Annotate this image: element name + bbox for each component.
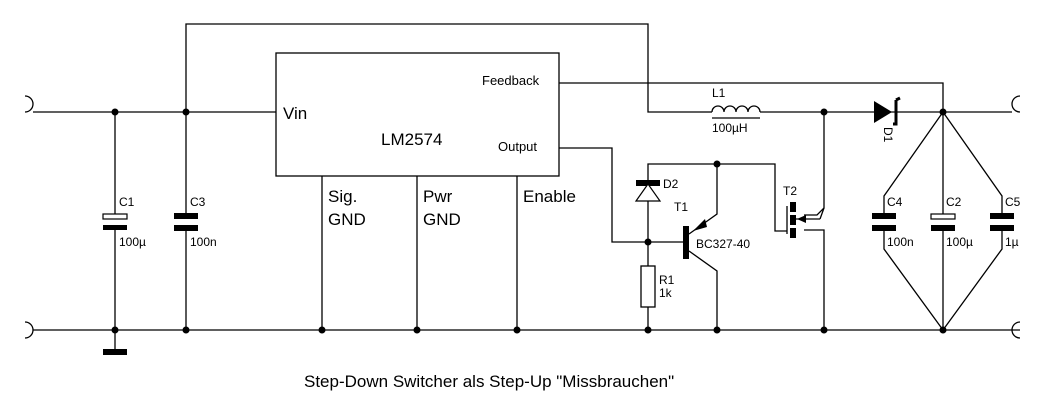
c2-plate-negative (931, 225, 955, 231)
c4-plate-bottom (872, 225, 896, 231)
junctions (111, 108, 947, 334)
c1-plate-negative (103, 225, 127, 230)
ic-lm2574 (275, 52, 560, 177)
c5-wire-top (942, 111, 1003, 214)
c5-wire-bottom (942, 231, 1003, 331)
t2-ref: T2 (783, 184, 797, 198)
junction-dot (820, 108, 828, 116)
junction-dot (111, 108, 119, 116)
t2-arrow (797, 215, 806, 223)
c5-value: 1µ (1005, 235, 1019, 249)
t2-body-link (819, 207, 825, 220)
ic-pin-pwr-gnd-1: Pwr (423, 187, 453, 206)
r1-value: 1k (659, 286, 673, 300)
ic-pin-sig-gnd-2: GND (328, 210, 366, 229)
l1-ref: L1 (712, 86, 726, 100)
ic-pin-feedback: Feedback (482, 73, 540, 88)
junction-dot (713, 160, 721, 168)
d1-cathode-hook (895, 96, 901, 102)
t2-source-wire (804, 229, 825, 330)
d2-wire (647, 163, 717, 242)
c3-plate-top (174, 213, 198, 219)
inductor-l1-coil (711, 105, 761, 113)
ic-pin-pwr-gnd-2: GND (423, 210, 461, 229)
ic-pin-sig-gnd-1: Sig. (328, 187, 357, 206)
c5-ref: C5 (1005, 195, 1021, 209)
d2-anode-triangle (634, 182, 662, 202)
r1-ref: R1 (659, 273, 675, 287)
feedback-wire (559, 82, 944, 112)
c5-plate-bottom (990, 225, 1014, 231)
d2-ref: D2 (663, 177, 679, 191)
c4-plate-top (872, 213, 896, 219)
t2-drain-wire (804, 112, 825, 216)
vin-to-inductor-wire (185, 23, 700, 113)
input-terminal-bottom (24, 321, 34, 339)
junction-dot (939, 108, 947, 116)
junction-dot (713, 326, 721, 334)
c1-ref: C1 (119, 195, 135, 209)
junction-dot (182, 108, 190, 116)
c2-ref: C2 (946, 195, 962, 209)
t2-gate-wire (717, 163, 787, 232)
c4-value: 100n (887, 235, 914, 249)
ic-pin-output: Output (498, 139, 537, 154)
c2-value: 100µ (946, 235, 973, 249)
c4-ref: C4 (887, 195, 903, 209)
c2-plate-positive (930, 213, 956, 220)
junction-dot (820, 326, 828, 334)
output-terminal-top (1011, 95, 1021, 113)
t1-emitter-arrow (693, 219, 707, 231)
c4-wire-top (883, 111, 944, 214)
junction-dot (644, 238, 652, 246)
l1-value: 100µH (712, 121, 748, 135)
c4-wire-bottom (883, 231, 944, 331)
junction-dot (644, 326, 652, 334)
resistor-r1 (640, 265, 656, 308)
c5-plate-top (990, 213, 1014, 219)
d1-ref: D1 (881, 127, 895, 143)
c3-ref: C3 (190, 195, 206, 209)
c3-plate-bottom (174, 225, 198, 231)
junction-dot (939, 326, 947, 334)
junction-dot (318, 326, 326, 334)
junction-dot (513, 326, 521, 334)
ic-pin-vin: Vin (283, 104, 307, 123)
output-wire (559, 147, 648, 243)
input-terminal-top (24, 95, 34, 113)
junction-dot (182, 326, 190, 334)
t1-collector (688, 250, 718, 330)
junction-dot (111, 326, 119, 334)
t1-value: BC327-40 (696, 237, 750, 251)
d1-triangle (874, 101, 892, 123)
c1-value: 100µ (119, 235, 146, 249)
ic-name: LM2574 (381, 130, 442, 149)
ic-pin-enable: Enable (523, 187, 576, 206)
d1-cathode-bar (893, 100, 898, 126)
junction-dot (413, 326, 421, 334)
ground-symbol (103, 349, 127, 355)
t1-ref: T1 (674, 200, 688, 214)
diagram-caption: Step-Down Switcher als Step-Up "Missbrau… (304, 372, 674, 391)
c3-value: 100n (190, 235, 217, 249)
c1-plate-positive (102, 213, 128, 220)
